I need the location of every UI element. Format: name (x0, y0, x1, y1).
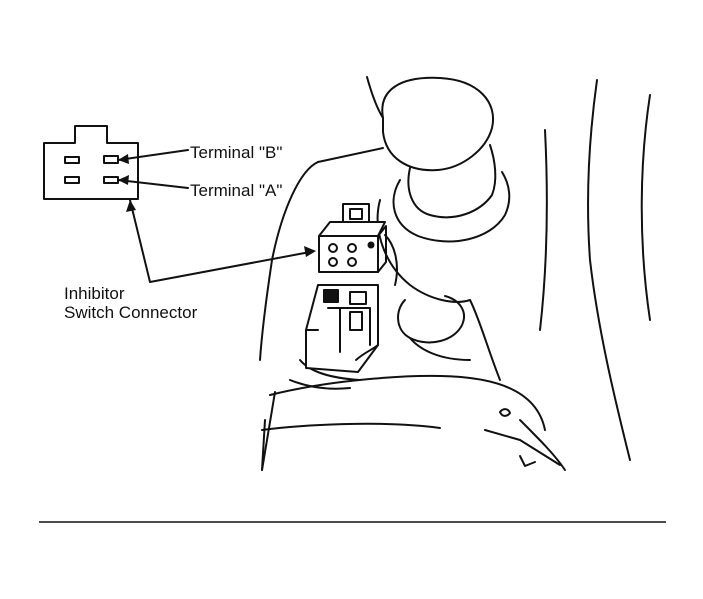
arrowhead-terminal-a (118, 175, 129, 185)
connector-label-line1: Inhibitor (64, 284, 125, 303)
wire-harness (289, 234, 398, 390)
upper-connector (318, 203, 387, 273)
arrowhead-connector (304, 246, 316, 257)
terminal-pinout-diagram (43, 125, 139, 200)
leader-arrows (117, 149, 311, 283)
connector-label-line2: Switch Connector (64, 303, 198, 322)
arrowhead-pinout (126, 200, 136, 212)
arrowhead-terminal-b (118, 154, 129, 164)
terminal-b-label: Terminal "B" (190, 143, 283, 162)
transmission-housing (259, 76, 651, 471)
lower-connector (305, 284, 379, 373)
shift-lever-knob (376, 76, 511, 381)
terminal-a-label: Terminal "A" (190, 181, 283, 200)
